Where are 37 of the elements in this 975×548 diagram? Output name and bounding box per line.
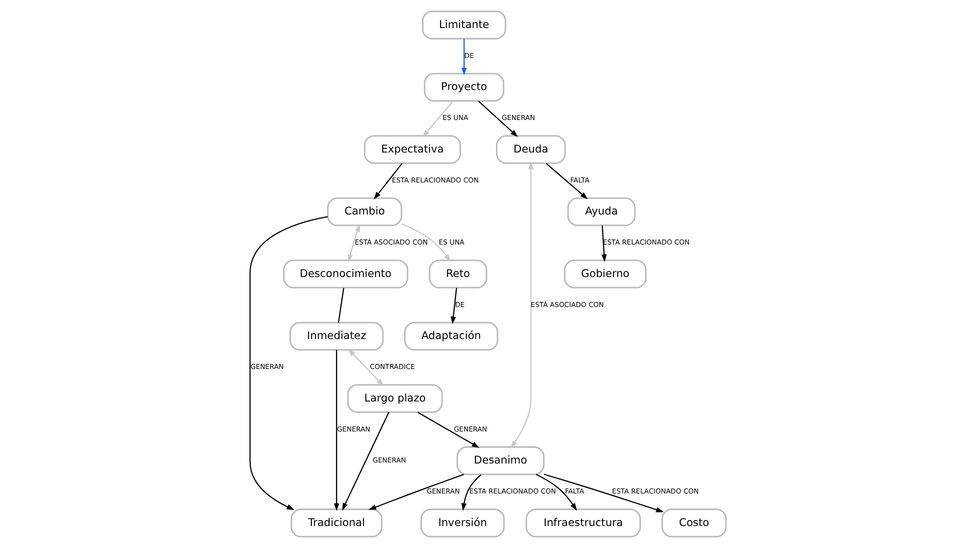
node-box: Ayuda bbox=[566, 197, 636, 226]
node-box: Desconocimiento bbox=[282, 260, 408, 288]
node-box: Reto bbox=[428, 260, 487, 288]
arrow bbox=[510, 162, 534, 448]
connector bbox=[337, 288, 344, 323]
arrow bbox=[450, 288, 457, 324]
node-box: Proyecto bbox=[423, 72, 504, 102]
node-box: Inversión bbox=[420, 508, 504, 538]
node-box: Costo bbox=[660, 508, 726, 538]
arrow bbox=[400, 223, 450, 262]
arrow bbox=[460, 474, 481, 511]
node-box: Largo plazo bbox=[346, 384, 442, 413]
arrow bbox=[248, 216, 328, 510]
node-box: Desanimo bbox=[456, 446, 544, 476]
node-box: Cambio bbox=[326, 197, 402, 226]
node-box: Adaptación bbox=[404, 322, 498, 351]
node-box: Tradicional bbox=[290, 508, 382, 538]
node-box: Expectativa bbox=[363, 135, 461, 164]
node-box: Gobierno bbox=[563, 260, 646, 288]
arrow bbox=[416, 412, 479, 448]
arrow bbox=[543, 474, 664, 512]
arrow bbox=[422, 100, 453, 138]
node-box: Limitante bbox=[421, 10, 506, 40]
arrow bbox=[460, 38, 466, 76]
arrow bbox=[347, 224, 360, 262]
arrow bbox=[333, 350, 339, 511]
arrow bbox=[342, 412, 389, 511]
arrow bbox=[348, 348, 384, 386]
node-box: Infraestructura bbox=[525, 508, 640, 538]
arrow bbox=[545, 163, 588, 200]
arrow bbox=[368, 474, 464, 510]
arrow bbox=[373, 163, 402, 200]
arrow bbox=[535, 474, 576, 511]
arrow bbox=[478, 100, 518, 137]
node-box: Inmediatez bbox=[289, 322, 384, 351]
arrow bbox=[600, 226, 606, 262]
node-box: Deuda bbox=[495, 135, 566, 164]
